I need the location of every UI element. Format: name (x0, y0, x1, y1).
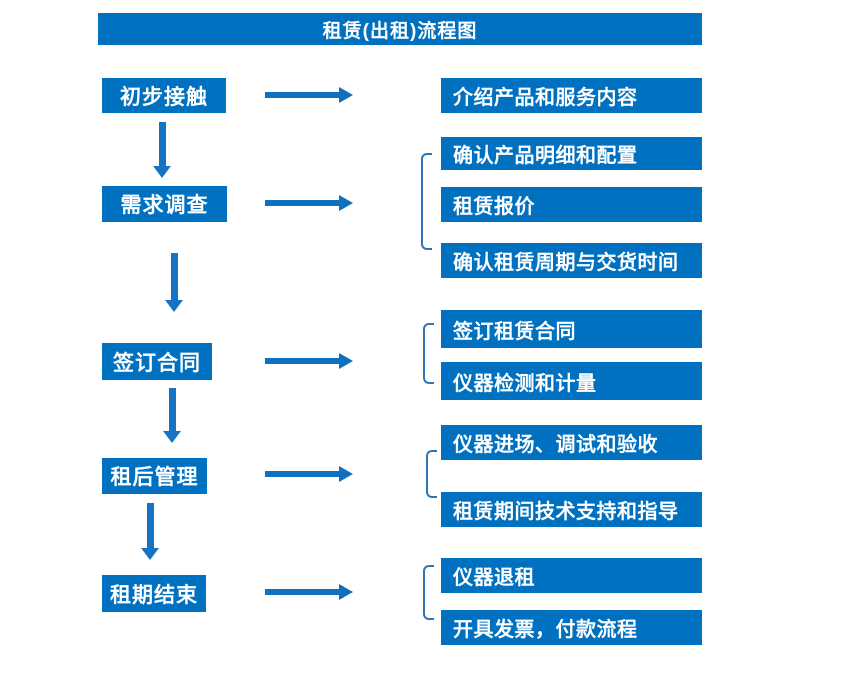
arrow-head (339, 466, 353, 482)
step-box-initial-contact: 初步接触 (102, 78, 226, 113)
title-bar: 租赁(出租)流程图 (98, 13, 702, 45)
step-box-rental-end: 租期结束 (102, 575, 206, 612)
arrow-right-icon (265, 584, 353, 600)
group-bracket-icon (423, 565, 434, 620)
detail-box-introduce-products: 介绍产品和服务内容 (441, 78, 702, 113)
arrow-shaft (265, 358, 340, 364)
step-box-demand-survey: 需求调查 (102, 186, 227, 222)
group-bracket-icon (421, 153, 432, 250)
detail-box-instrument-inspection: 仪器检测和计量 (441, 362, 702, 400)
arrow-down-icon (163, 388, 181, 443)
step-box-sign-contract: 签订合同 (102, 343, 212, 380)
arrow-shaft (168, 388, 176, 431)
group-bracket-icon (426, 450, 437, 498)
arrow-right-icon (265, 195, 353, 211)
detail-box-rental-quotation: 租赁报价 (441, 187, 702, 222)
detail-box-confirm-product-details: 确认产品明细和配置 (441, 137, 702, 170)
detail-box-invoice-payment: 开具发票，付款流程 (441, 610, 702, 645)
detail-box-technical-support: 租赁期间技术支持和指导 (441, 492, 702, 527)
arrow-right-icon (265, 466, 353, 482)
group-bracket-icon (423, 323, 434, 384)
arrow-shaft (170, 253, 178, 300)
arrow-head (339, 87, 353, 103)
arrow-down-icon (141, 503, 159, 560)
arrow-down-icon (165, 253, 183, 312)
detail-box-sign-rental-contract: 签订租赁合同 (441, 310, 702, 348)
arrow-head (165, 300, 183, 312)
arrow-shaft (265, 92, 340, 98)
arrow-down-icon (153, 122, 171, 178)
detail-box-confirm-rental-period: 确认租赁周期与交货时间 (441, 243, 702, 278)
arrow-head (153, 166, 171, 178)
step-box-post-rental-management: 租后管理 (102, 458, 207, 494)
arrow-right-icon (265, 87, 353, 103)
arrow-shaft (265, 589, 340, 595)
arrow-head (339, 195, 353, 211)
arrow-shaft (265, 471, 340, 477)
arrow-head (339, 353, 353, 369)
arrow-head (163, 431, 181, 443)
arrow-shaft (158, 122, 166, 166)
arrow-right-icon (265, 353, 353, 369)
page-title: 租赁(出租)流程图 (322, 20, 478, 42)
arrow-shaft (265, 200, 340, 206)
arrow-shaft (146, 503, 154, 548)
arrow-head (339, 584, 353, 600)
arrow-head (141, 548, 159, 560)
detail-box-instrument-return: 仪器退租 (441, 558, 702, 593)
detail-box-instrument-setup: 仪器进场、调试和验收 (441, 425, 702, 460)
